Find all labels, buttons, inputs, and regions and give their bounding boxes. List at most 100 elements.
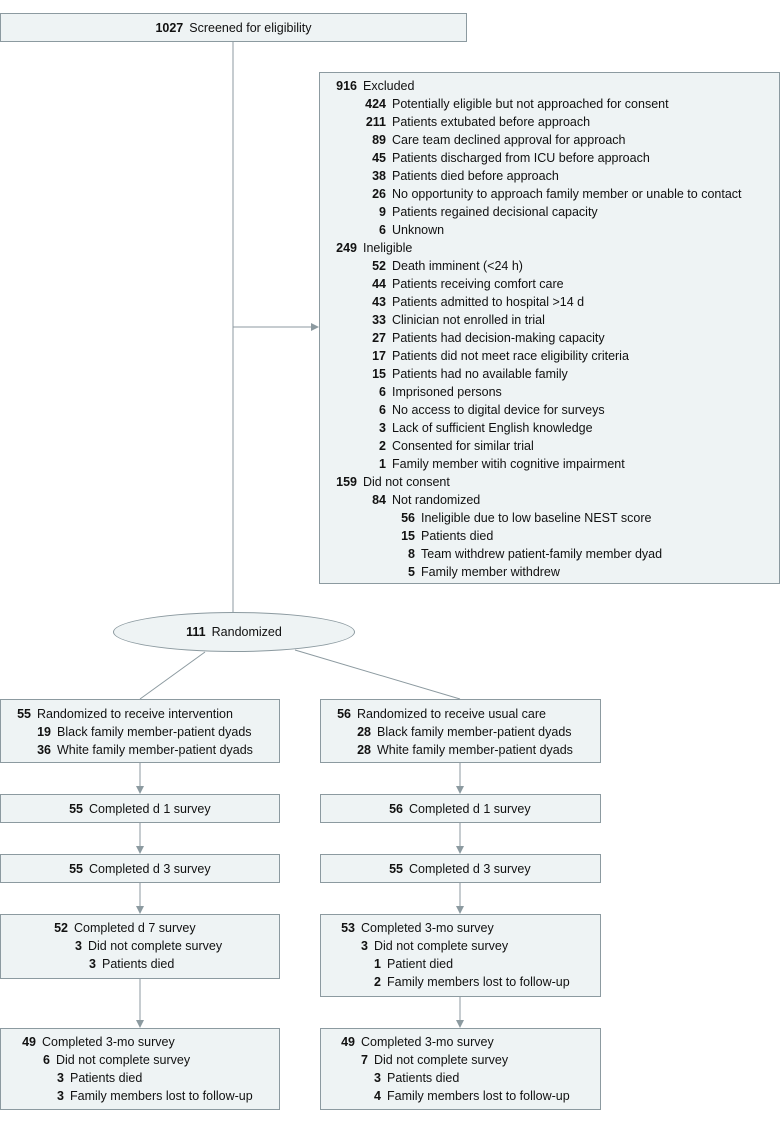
row-label: Randomized to receive usual care <box>357 707 546 721</box>
row-label: Family members lost to follow-up <box>70 1089 253 1103</box>
row-label: Patients receiving comfort care <box>392 277 564 291</box>
split-left-line <box>139 651 206 700</box>
usual-care-day1-box: 56 Completed d 1 survey <box>320 794 601 823</box>
count-value: 53 <box>341 921 355 935</box>
count-value: 15 <box>372 367 386 381</box>
row-label: White family member-patient dyads <box>57 743 253 757</box>
count-value: 17 <box>372 349 386 363</box>
count-value: 3 <box>374 1071 381 1085</box>
count-value: 27 <box>372 331 386 345</box>
count-value: 916 <box>336 79 357 93</box>
row-label: Family members lost to follow-up <box>387 975 570 989</box>
row-label: Patients died <box>421 529 494 543</box>
row-label: White family member-patient dyads <box>377 743 573 757</box>
row-label: Unknown <box>392 223 445 237</box>
count-value: 9 <box>379 205 386 219</box>
box-row: 6 Unknown <box>320 221 444 239</box>
row-label: Completed d 1 survey <box>89 802 211 816</box>
count-value: 56 <box>401 511 415 525</box>
count-value: 3 <box>75 939 82 953</box>
row-label: Patients had no available family <box>392 367 568 381</box>
row-label: Completed d 3 survey <box>89 862 211 876</box>
count-value: 1 <box>374 957 381 971</box>
count-value: 3 <box>361 939 368 953</box>
count-value: 3 <box>57 1071 64 1085</box>
count-value: 6 <box>43 1053 50 1067</box>
row-label: Completed d 3 survey <box>409 862 531 876</box>
count-value: 55 <box>389 862 403 876</box>
box-row: 56 Ineligible due to low baseline NEST sc… <box>320 509 651 527</box>
count-value: 49 <box>341 1035 355 1049</box>
count-value: 56 <box>337 707 351 721</box>
row-label: Black family member-patient dyads <box>377 725 572 739</box>
row-label: Patients died <box>387 1071 460 1085</box>
box-row: 3 Family members lost to follow-up <box>1 1087 253 1105</box>
count-value: 6 <box>379 223 386 237</box>
row-label: Clinician not enrolled in trial <box>392 313 545 327</box>
row-label: Did not complete survey <box>56 1053 191 1067</box>
box-row: 28 Black family member-patient dyads <box>321 723 572 741</box>
count-value: 56 <box>389 802 403 816</box>
count-value: 43 <box>372 295 386 309</box>
box-row: 6 Imprisoned persons <box>320 383 502 401</box>
row-label: Ineligible due to low baseline NEST scor… <box>421 511 652 525</box>
row-label: Imprisoned persons <box>392 385 502 399</box>
count-value: 49 <box>22 1035 36 1049</box>
row-label: Patients had decision-making capacity <box>392 331 605 345</box>
row-label: Family member witih cognitive impairment <box>392 457 625 471</box>
count-value: 84 <box>372 493 386 507</box>
row-label: Patients discharged from ICU before appr… <box>392 151 650 165</box>
count-value: 6 <box>379 385 386 399</box>
count-value: 55 <box>69 862 83 876</box>
row-label: Patients died <box>102 957 175 971</box>
box-row: 55 Completed d 3 survey <box>321 860 531 878</box>
row-label: Family member withdrew <box>421 565 560 579</box>
split-right-line <box>294 649 461 700</box>
count-value: 2 <box>374 975 381 989</box>
box-row: 3 Patients died <box>321 1069 459 1087</box>
row-label: Completed d 1 survey <box>409 802 531 816</box>
count-value: 19 <box>37 725 51 739</box>
row-label: Did not complete survey <box>374 939 509 953</box>
count-value: 44 <box>372 277 386 291</box>
row-label: Patients regained decisional capacity <box>392 205 598 219</box>
count-value: 52 <box>54 921 68 935</box>
box-row: 44 Patients receiving comfort care <box>320 275 564 293</box>
count-value: 55 <box>69 802 83 816</box>
row-label: Patients died before approach <box>392 169 559 183</box>
screened-count: 1027 <box>155 21 184 35</box>
box-row: 56 Randomized to receive usual care <box>321 705 546 723</box>
count-value: 89 <box>372 133 386 147</box>
row-label: Randomized to receive intervention <box>37 707 233 721</box>
count-value: 28 <box>357 725 371 739</box>
count-value: 3 <box>379 421 386 435</box>
box-row: 15 Patients had no available family <box>320 365 568 383</box>
count-value: 1 <box>379 457 386 471</box>
count-value: 3 <box>57 1089 64 1103</box>
